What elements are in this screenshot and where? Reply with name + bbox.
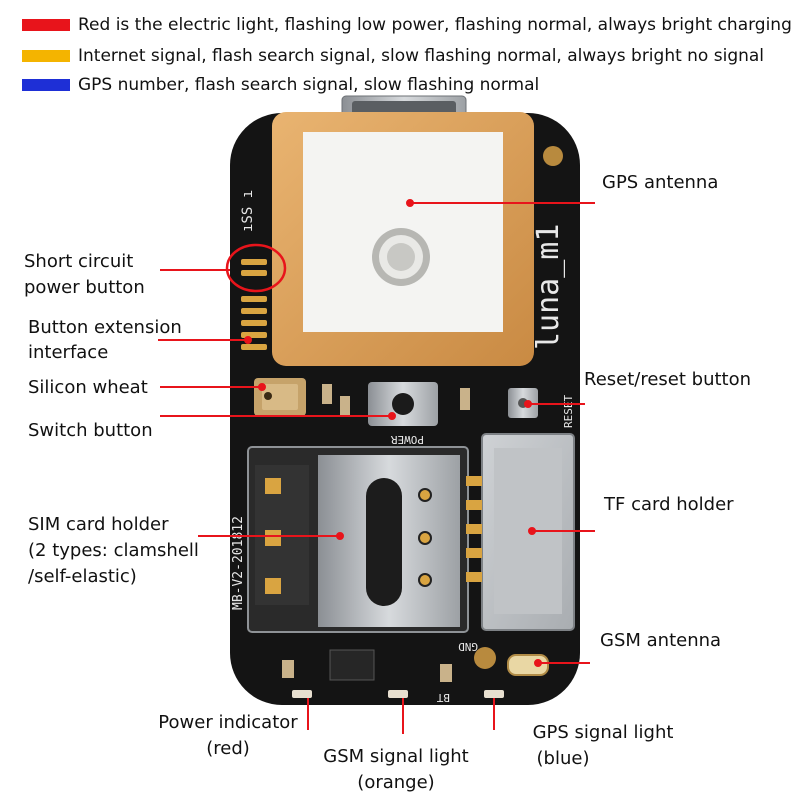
legend-text-gps: GPS number, flash search signal, slow fl… xyxy=(78,75,540,95)
gsm-antenna-spring xyxy=(507,654,549,676)
label-gsm-light-1: GSM signal light xyxy=(323,746,469,767)
sim-holder-slot xyxy=(366,478,402,606)
gsm-led xyxy=(388,690,408,698)
board-revision-mark: ıSS ı xyxy=(240,190,256,232)
label-short-circuit-2: power button xyxy=(24,277,145,298)
bt-silkscreen: BT xyxy=(436,691,450,704)
label-reset-button: Reset/reset button xyxy=(584,369,752,390)
gps-led xyxy=(484,690,504,698)
legend-text-power: Red is the electric light, flashing low … xyxy=(78,15,792,35)
label-tf-card: TF card holder xyxy=(604,494,734,515)
button-extension-pad xyxy=(241,296,267,302)
label-gps-antenna: GPS antenna xyxy=(602,172,719,193)
power-switch-label: POWER xyxy=(391,433,424,446)
gnd-silkscreen: GND xyxy=(458,640,478,653)
label-sim-holder-3: /self-elastic) xyxy=(28,566,137,587)
label-power-indicator-2: (red) xyxy=(206,738,250,759)
mounting-hole-bottom xyxy=(474,647,496,669)
board-model-label: luna_m1 xyxy=(531,224,566,350)
legend-text-network: Internet signal, flash search signal, sl… xyxy=(78,46,765,66)
legend-swatch-blue xyxy=(22,79,70,91)
label-power-indicator-1: Power indicator xyxy=(158,712,298,733)
power-switch-knob xyxy=(392,393,414,415)
board-version-label: MB-V2-201812 xyxy=(231,516,246,610)
short-circuit-highlight xyxy=(225,243,287,293)
legend-row-network: Internet signal, flash search signal, sl… xyxy=(22,45,764,67)
label-sim-holder-2: (2 types: clamshell xyxy=(28,540,199,561)
reset-silkscreen: RESET xyxy=(562,395,575,428)
label-gps-light-2: (blue) xyxy=(536,748,590,769)
label-switch-button: Switch button xyxy=(28,420,153,441)
label-gsm-antenna: GSM antenna xyxy=(600,630,722,651)
legend-swatch-yellow xyxy=(22,50,70,62)
power-led xyxy=(292,690,312,698)
sim-contact xyxy=(418,488,432,502)
legend-swatch-red xyxy=(22,19,70,31)
label-button-extension-1: Button extension xyxy=(28,317,182,338)
label-sim-holder-1: SIM card holder xyxy=(28,514,169,535)
legend-row-gps: GPS number, flash search signal, slow fl… xyxy=(22,74,539,96)
label-gsm-light-2: (orange) xyxy=(357,772,435,793)
label-button-extension-2: interface xyxy=(28,342,109,363)
label-silicon-wheat: Silicon wheat xyxy=(28,377,148,398)
callout-lines xyxy=(158,199,595,734)
label-gps-light-1: GPS signal light xyxy=(532,722,674,743)
legend-row-power: Red is the electric light, flashing low … xyxy=(22,14,792,36)
label-short-circuit-1: Short circuit xyxy=(24,251,134,272)
short-circuit-pad xyxy=(241,259,267,265)
mounting-hole-top xyxy=(543,146,563,166)
